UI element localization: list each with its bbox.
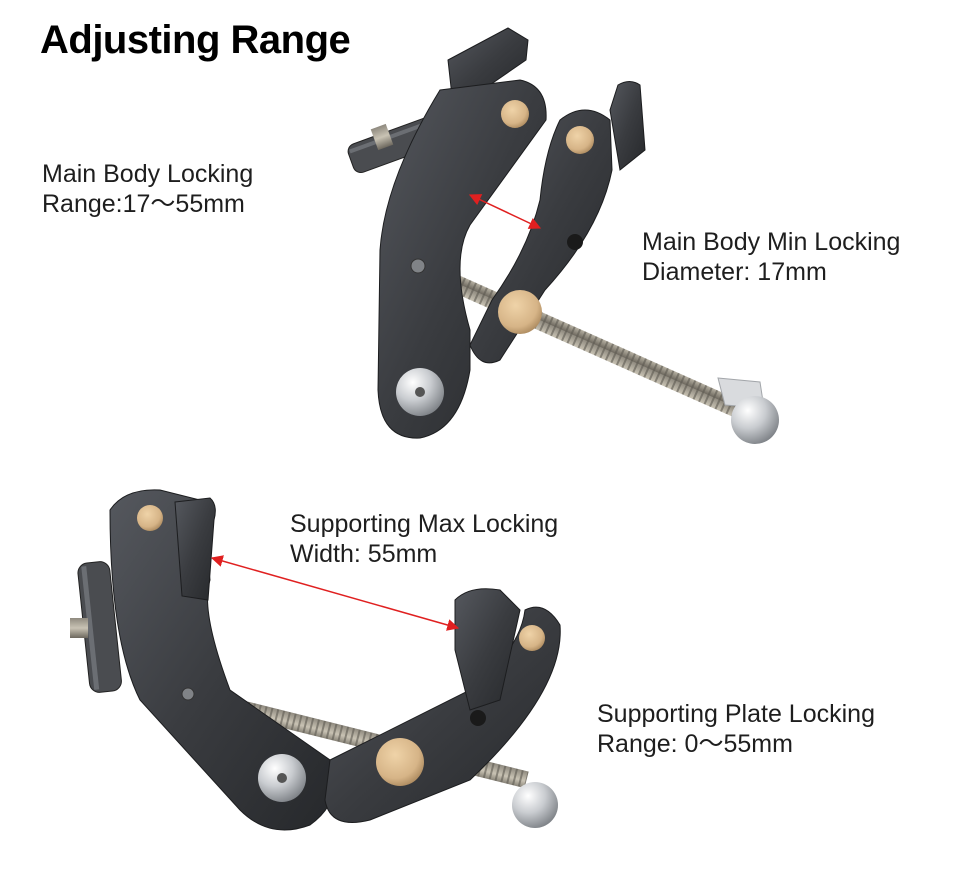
supporting-max-width-label: Supporting Max Locking Width: 55mm <box>290 509 558 569</box>
label-line: Main Body Min Locking <box>642 228 901 256</box>
label-line: Range:17～55mm <box>42 190 245 218</box>
max-width-arrow <box>210 555 460 631</box>
left-arm <box>377 79 547 439</box>
main-body-min-diameter-label: Main Body Min Locking Diameter: 17mm <box>642 227 900 287</box>
brass-lock-nut <box>376 738 424 786</box>
brass-lock-nut <box>498 290 542 334</box>
label-line: Diameter: 17mm <box>642 258 827 286</box>
clamp-open-product <box>70 489 561 831</box>
knob-ball <box>731 396 779 444</box>
label-line: Main Body Locking <box>42 160 254 188</box>
set-screw <box>181 687 195 701</box>
page-title: Adjusting Range <box>40 18 351 62</box>
hole <box>470 710 486 726</box>
left-jaw-pad <box>174 497 216 601</box>
label-line: Supporting Plate Locking <box>597 700 875 728</box>
knob-ball <box>512 782 558 828</box>
brass-pin <box>137 505 163 531</box>
brass-pin <box>501 100 529 128</box>
brass-pin <box>519 625 545 651</box>
set-screw <box>410 258 426 274</box>
right-jaw-pad <box>609 81 646 171</box>
mount-screw <box>70 618 88 638</box>
label-line: Supporting Max Locking <box>290 510 559 538</box>
brass-pin <box>566 126 594 154</box>
knurled-knob <box>77 561 122 693</box>
supporting-plate-range-label: Supporting Plate Locking Range: 0～55mm <box>597 699 875 759</box>
main-body-locking-range-label: Main Body Locking Range:17～55mm <box>42 159 253 219</box>
clamp-closed-product <box>347 27 779 444</box>
min-diameter-arrow <box>468 194 542 229</box>
hole <box>567 234 583 250</box>
label-line: Range: 0～55mm <box>597 730 793 758</box>
mount-screw <box>370 123 394 151</box>
right-jaw-pad <box>454 588 521 711</box>
